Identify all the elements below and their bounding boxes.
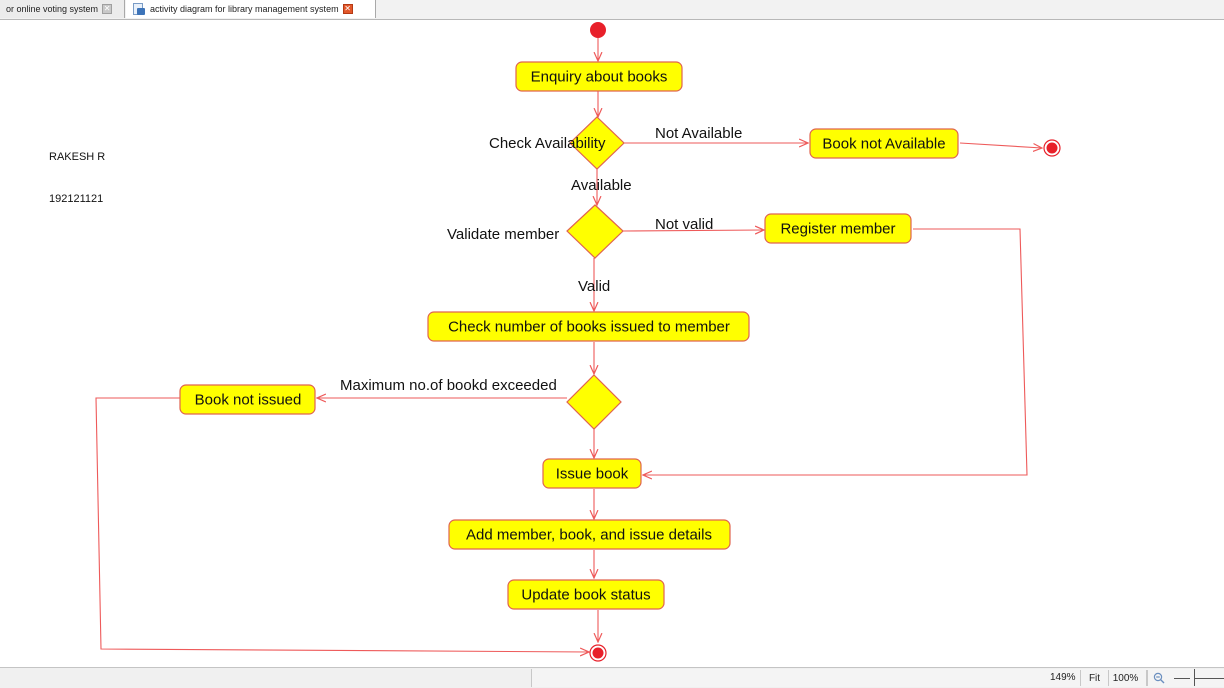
zoom-slider-thumb[interactable] (1194, 669, 1195, 686)
action-register-member[interactable]: Register member (764, 213, 912, 244)
initial-node[interactable] (590, 22, 606, 38)
action-label: Book not issued (195, 392, 302, 409)
action-label: Update book status (521, 587, 650, 604)
tab-bar: or online voting system ✕ activity diagr… (0, 0, 1224, 20)
magnifier-minus-icon (1153, 672, 1165, 684)
action-label: Register member (780, 221, 895, 238)
label-check-availability: Check Availability (489, 135, 606, 152)
flow-register-to-issue (643, 228, 1028, 475)
action-enquiry[interactable]: Enquiry about books (515, 61, 683, 92)
action-update-status[interactable]: Update book status (507, 579, 665, 610)
action-label: Book not Available (822, 136, 945, 153)
close-tab-icon[interactable]: ✕ (342, 4, 353, 14)
flow-to-end-not-available (959, 142, 1042, 148)
guard-max-exceeded: Maximum no.of bookd exceeded (340, 377, 557, 394)
action-book-not-available[interactable]: Book not Available (809, 128, 959, 159)
final-node-not-available[interactable] (1043, 139, 1061, 157)
tab-online-voting-system[interactable]: or online voting system ✕ (0, 0, 125, 18)
author-name: RAKESH R (49, 151, 106, 163)
zoom-out-button[interactable] (1146, 670, 1170, 686)
final-node-main[interactable] (589, 644, 607, 662)
control-flows (95, 38, 1042, 652)
guard-valid: Valid (578, 278, 610, 295)
decision-check-availability[interactable] (569, 116, 625, 170)
tab-library-management-system[interactable]: activity diagram for library management … (126, 0, 376, 18)
action-check-number[interactable]: Check number of books issued to member (427, 311, 750, 342)
action-label: Enquiry about books (531, 69, 668, 86)
action-label: Check number of books issued to member (448, 319, 730, 336)
label-validate-member: Validate member (447, 226, 559, 243)
status-bar: 149% Fit 100% (0, 667, 1224, 688)
guard-available: Available (571, 177, 632, 194)
tab-label: or online voting system (6, 4, 99, 14)
guard-not-available: Not Available (655, 125, 742, 142)
decision-max-books[interactable] (566, 374, 622, 430)
tab-label: activity diagram for library management … (150, 4, 339, 14)
diagram-file-icon (132, 2, 146, 16)
guard-not-valid: Not valid (655, 216, 713, 233)
action-add-details[interactable]: Add member, book, and issue details (448, 519, 731, 550)
decision-validate-member[interactable] (566, 204, 624, 259)
action-label: Add member, book, and issue details (466, 527, 712, 544)
flow-not-valid (622, 230, 764, 231)
fit-button[interactable]: Fit (1080, 670, 1108, 686)
zoom-slider-track-right[interactable] (1195, 678, 1224, 679)
zoom-slider-track[interactable] (1174, 678, 1190, 679)
zoom-level: 149% (1050, 672, 1076, 683)
close-tab-icon[interactable]: ✕ (102, 4, 113, 14)
action-label: Issue book (556, 466, 629, 483)
activity-diagram: Enquiry about books Book not Available R… (95, 22, 1061, 662)
zoom-controls: 149% Fit 100% (531, 669, 1224, 687)
action-issue-book[interactable]: Issue book (542, 458, 642, 489)
action-book-not-issued[interactable]: Book not issued (179, 384, 316, 415)
author-id: 192121121 (49, 193, 104, 205)
flow-not-issued-to-end (95, 397, 589, 652)
zoom-100-button[interactable]: 100% (1108, 670, 1142, 686)
